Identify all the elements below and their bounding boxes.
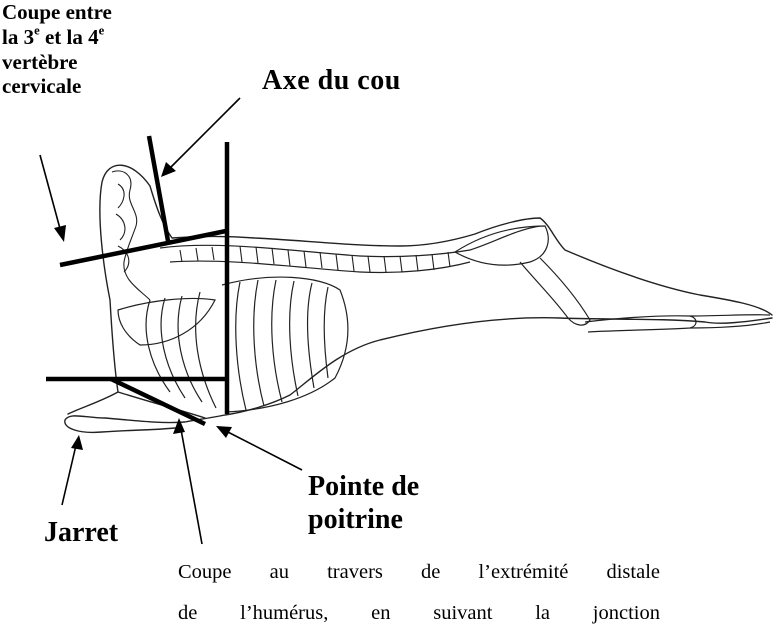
rib	[178, 296, 202, 402]
vertebra-16	[432, 254, 434, 270]
label-jarret: Jarret	[44, 516, 118, 549]
tibia	[585, 316, 696, 332]
label-coupe-line1: Coupe entre	[2, 0, 192, 25]
vertebra-11	[352, 255, 354, 271]
label-coupe-line4: cervicale	[2, 74, 192, 99]
vertebra-3	[212, 247, 214, 260]
label-coupe-line2: la 3e et la 4e	[2, 25, 192, 50]
caption-coupe-humerus: Coupe au travers de l’extrémité distale …	[178, 552, 660, 634]
label-pointe-line2: poitrine	[308, 503, 508, 536]
label-pointe-de-poitrine: Pointe de poitrine	[308, 470, 508, 536]
label-axe-du-cou: Axe du cou	[262, 64, 401, 97]
rib	[254, 280, 264, 406]
rib	[196, 292, 216, 408]
rib	[324, 287, 328, 378]
rib	[236, 282, 246, 410]
vertebra-15	[416, 255, 418, 271]
vertebra-7	[288, 250, 290, 266]
arrow-coupe-line	[40, 155, 62, 236]
scapula	[118, 298, 215, 345]
rib	[308, 283, 314, 388]
spine-line-lower	[170, 261, 470, 272]
neck-vertebrae-inner	[116, 184, 129, 272]
vertebra-14	[400, 256, 402, 272]
cut-line-neck	[60, 231, 226, 265]
rib	[290, 281, 298, 396]
pelvis	[455, 226, 548, 265]
arrow-caption-line	[180, 424, 202, 544]
vertebra-1	[180, 250, 182, 262]
arrow-pointe-line	[222, 429, 302, 470]
arrowhead-caption-icon	[173, 418, 185, 434]
neck-axis-line	[149, 136, 168, 241]
vertebra-6	[272, 248, 274, 264]
neck-vertebrae	[112, 171, 150, 300]
vertebra-10	[336, 254, 338, 270]
arrow-jarret-line	[62, 441, 77, 505]
vertebra-17	[448, 252, 450, 267]
vertebra-2	[196, 248, 198, 261]
carcass-outline-upper	[100, 165, 772, 392]
vertebra-4	[240, 246, 242, 262]
carcass-outline-lower	[65, 318, 772, 433]
vertebra-12	[368, 256, 370, 272]
caption-line2: de l’humérus, en suivant la jonction	[178, 593, 660, 634]
label-coupe-line3: vertèbre	[2, 50, 192, 75]
rib	[272, 280, 282, 402]
caption-line1: Coupe au travers de l’extrémité distale	[178, 552, 660, 593]
arrowhead-coupe-icon	[54, 225, 66, 242]
vertebra-8	[304, 251, 306, 267]
vertebra-5	[256, 247, 258, 263]
arrowhead-jarret-icon	[71, 435, 83, 450]
vertebra-13	[384, 256, 386, 272]
cut-line-humerus	[111, 379, 205, 424]
label-coupe-vertebre: Coupe entre la 3e et la 4e vertèbre cerv…	[2, 0, 192, 99]
ribcage-outline	[222, 277, 348, 412]
label-pointe-line1: Pointe de	[308, 470, 508, 503]
femur	[520, 258, 590, 325]
vertebra-9	[320, 252, 322, 268]
rib	[161, 298, 185, 398]
